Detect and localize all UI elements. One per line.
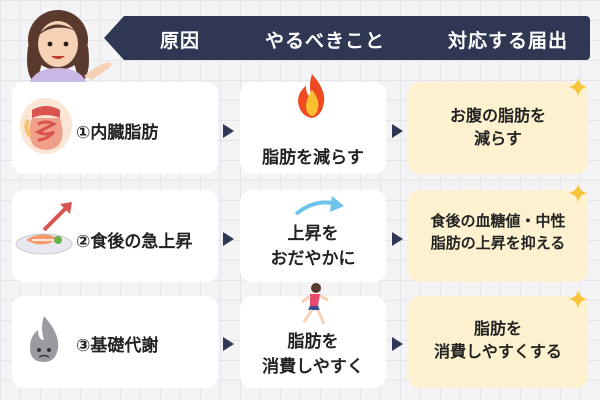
- result-line-3-2: 消費しやすくする: [434, 342, 562, 362]
- result-text-1: お腹の脂肪を 減らす: [408, 104, 588, 150]
- woman-presenter-icon: [27, 10, 112, 88]
- arrow-right-2b: [392, 232, 403, 246]
- action-line-3-2: 消費しやすく: [262, 356, 364, 377]
- action-line-2-1: 上昇を: [287, 224, 339, 244]
- action-text-3: 脂肪を 消費しやすく: [240, 330, 386, 379]
- result-line-3-1: 脂肪を: [473, 319, 522, 338]
- cause-label-3: ③基礎代謝: [76, 336, 159, 356]
- header-cause: 原因: [160, 30, 201, 52]
- arrow-right-2a: [223, 232, 234, 246]
- curved-arrow-icon: [294, 196, 344, 216]
- arrow-right-1b: [392, 124, 403, 138]
- arrow-right-1a: [223, 124, 234, 138]
- sparkle-icon: [568, 183, 588, 203]
- result-line-2-1: 食後の血糖値・中性: [430, 212, 566, 230]
- header-action: やるべきこと: [265, 30, 386, 52]
- result-card-2: [408, 190, 588, 282]
- header-banner: [104, 16, 590, 60]
- fire-icon: [298, 74, 325, 118]
- sparkle-icon: [568, 289, 588, 309]
- action-text-2: 上昇を おだやかに: [240, 222, 386, 271]
- result-line-1-2: 減らす: [474, 129, 522, 149]
- result-card-3: [408, 296, 588, 388]
- action-line-2-2: おだやかに: [270, 248, 356, 269]
- result-card-1: [408, 82, 588, 174]
- cause-label-1: ①内臓脂肪: [76, 123, 159, 143]
- result-line-1-1: お腹の脂肪を: [449, 106, 546, 125]
- intestine-icon: [20, 98, 72, 154]
- action-card-3: [240, 296, 386, 388]
- sparkle-icon: [568, 77, 588, 97]
- result-text-2: 食後の血糖値・中性 脂肪の上昇を抑える: [408, 211, 588, 255]
- arrow-right-3a: [223, 337, 234, 351]
- result-text-3: 脂肪を 消費しやすくする: [408, 317, 588, 363]
- result-line-2-2: 脂肪の上昇を抑える: [430, 233, 566, 252]
- header-result: 対応する届出: [448, 30, 569, 52]
- salmon-plate-icon: [15, 202, 73, 255]
- arrow-right-3b: [392, 337, 403, 351]
- runner-icon: [301, 283, 329, 325]
- action-line-3-1: 脂肪を: [287, 332, 339, 352]
- cause-label-2: ②食後の急上昇: [76, 232, 193, 252]
- sad-fire-icon: [30, 316, 59, 362]
- action-text-1: 脂肪を減らす: [240, 146, 386, 171]
- action-line-1-1: 脂肪を減らす: [262, 148, 364, 168]
